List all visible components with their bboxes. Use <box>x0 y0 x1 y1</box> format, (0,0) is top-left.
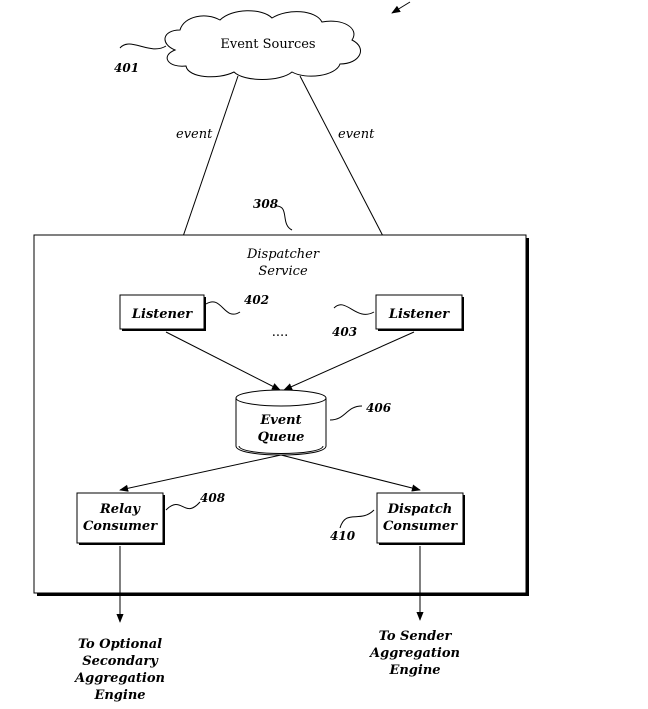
listener-ellipsis: .... <box>272 325 289 340</box>
event-queue-label-2: Queue <box>258 430 305 445</box>
output-left-line-4: Engine <box>93 688 145 703</box>
event-queue-label-1: Event <box>259 413 301 428</box>
arrow-queue-to-dispatch <box>280 454 421 492</box>
ref-leader-406 <box>329 405 363 421</box>
listener-left-label: Listener <box>131 307 193 322</box>
dispatch-consumer-label-2: Consumer <box>383 519 458 534</box>
figure-pointer-arrow <box>391 1 411 14</box>
event-label-left: event <box>176 127 213 142</box>
arrow-listener-left-to-queue <box>165 331 281 391</box>
dispatch-consumer-box <box>376 492 464 544</box>
ref-leader-401 <box>119 43 167 50</box>
ref-leader-408 <box>165 501 201 511</box>
listener-left-box <box>119 294 205 330</box>
listener-right-label: Listener <box>388 307 450 322</box>
event-sources-cloud: Event Sources <box>164 10 361 80</box>
ref-leader-410 <box>339 509 375 529</box>
ref-leader-403 <box>333 304 375 315</box>
output-left-line-3: Aggregation <box>73 671 165 686</box>
output-left-line-1: To Optional <box>78 637 162 652</box>
output-right-line-2: Aggregation <box>368 646 460 661</box>
listener-right-box <box>375 294 463 330</box>
ref-leader-402 <box>205 301 241 315</box>
relay-consumer-box <box>76 492 164 544</box>
ref-406: 406 <box>366 401 392 415</box>
ref-401: 401 <box>114 61 139 75</box>
output-right-line-3: Engine <box>388 663 440 678</box>
event-queue-cylinder <box>235 389 327 456</box>
event-label-right: event <box>338 127 375 142</box>
output-right-line-1: To Sender <box>379 629 453 644</box>
arrow-queue-to-relay <box>119 454 282 492</box>
ref-308: 308 <box>253 197 279 211</box>
ref-410: 410 <box>330 529 356 543</box>
ref-403: 403 <box>332 325 357 339</box>
event-sources-label: Event Sources <box>220 37 315 52</box>
ref-402: 402 <box>244 293 269 307</box>
dispatcher-service-label-2: Service <box>258 264 308 279</box>
ref-408: 408 <box>200 491 226 505</box>
relay-consumer-label-2: Consumer <box>83 519 158 534</box>
dispatcher-service-label-1: Dispatcher <box>246 247 320 262</box>
arrow-listener-right-to-queue <box>283 331 415 391</box>
relay-consumer-label-1: Relay <box>99 502 141 517</box>
dispatch-consumer-label-1: Dispatch <box>387 502 452 517</box>
output-left-line-2: Secondary <box>82 654 159 669</box>
ref-leader-308 <box>275 205 293 231</box>
